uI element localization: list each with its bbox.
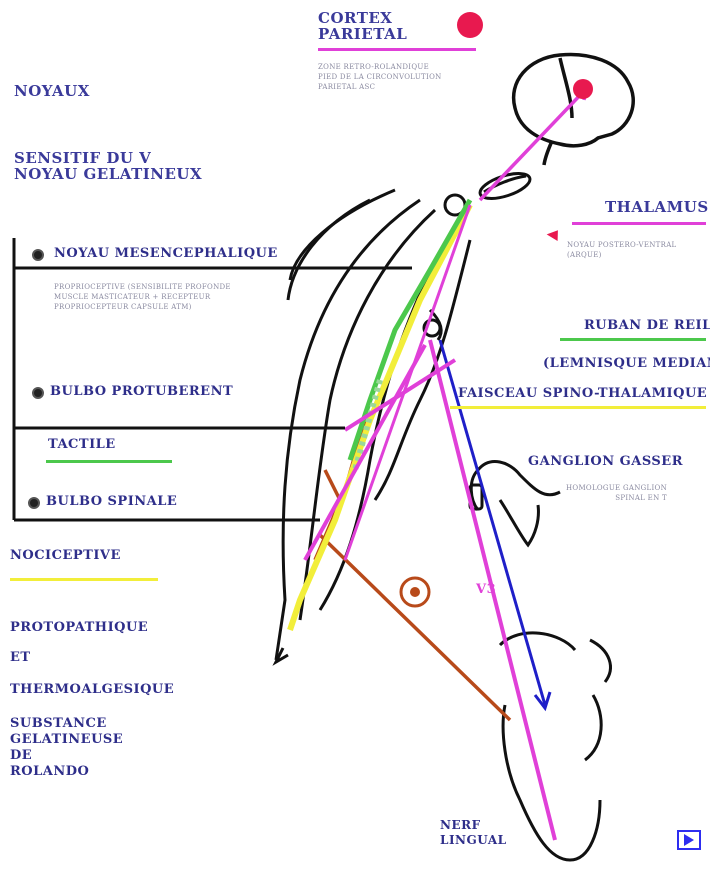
nociceptive-label: NOCICEPTIVE: [10, 548, 121, 563]
ruban-reil-label: RUBAN DE REIL: [584, 318, 710, 333]
et-label: ET: [10, 650, 31, 665]
nociceptive-pathway: [315, 420, 510, 720]
substance-label: SUBSTANCE GELATINEUSE DE ROLANDO: [10, 716, 123, 780]
noyaux-label: NOYAUX: [14, 82, 90, 100]
noyau-mesenc-label: NOYAU MESENCEPHALIQUE: [54, 246, 278, 261]
ruban-underline: [560, 338, 706, 341]
proprioceptive-label: PROPRIOCEPTIVE (SENSIBILITE PROFONDE MUS…: [54, 282, 231, 312]
bullet-icon: [32, 249, 44, 261]
thalamus-underline: [572, 222, 706, 225]
cortex-underline: [318, 48, 476, 51]
ganglion-label: GANGLION GASSER: [528, 454, 683, 469]
brain-red-dot-icon: [573, 79, 593, 99]
tactile-label: TACTILE: [48, 437, 116, 452]
zone-retro-label: ZONE RETRO-ROLANDIQUE PIED DE LA CIRCONV…: [318, 62, 442, 92]
bulbo-spinal-label: BULBO SPINALE: [46, 494, 177, 509]
bulbo-prot-label: BULBO PROTUBERENT: [50, 384, 233, 399]
cortex-red-dot-icon: [457, 12, 483, 38]
v3-label: V3: [476, 582, 496, 597]
tongue-drawing: [500, 633, 610, 860]
play-triangle-icon: [684, 834, 694, 846]
bullet-icon: [28, 497, 40, 509]
bullet-icon: [32, 387, 44, 399]
tactile-underline: [46, 460, 172, 463]
noyau-postero-label: NOYAU POSTERO-VENTRAL (ARQUE): [567, 240, 677, 260]
next-slide-button[interactable]: [677, 830, 701, 850]
thalamus-label: THALAMUS: [605, 198, 709, 216]
lemnisque-label: (LEMNISQUE MEDIAN): [543, 356, 710, 371]
faisceau-label: FAISCEAU SPINO-THALAMIQUE: [458, 386, 707, 401]
faisceau-underline: [450, 406, 706, 409]
sensitif-label: SENSITIF DU V NOYAU GELATINEUX: [14, 150, 202, 182]
nerf-lingual-label: NERF LINGUAL: [440, 818, 507, 848]
protopathique-label: PROTOPATHIQUE: [10, 620, 148, 635]
ganglion-drawing: [470, 462, 560, 545]
cortex-parietal-label: CORTEX PARIETAL: [318, 10, 407, 42]
thermo-label: THERMOALGESIQUE: [10, 682, 174, 697]
nociceptive-underline: [10, 578, 158, 581]
homologue-label: HOMOLOGUE GANGLION SPINAL EN T: [566, 483, 667, 503]
